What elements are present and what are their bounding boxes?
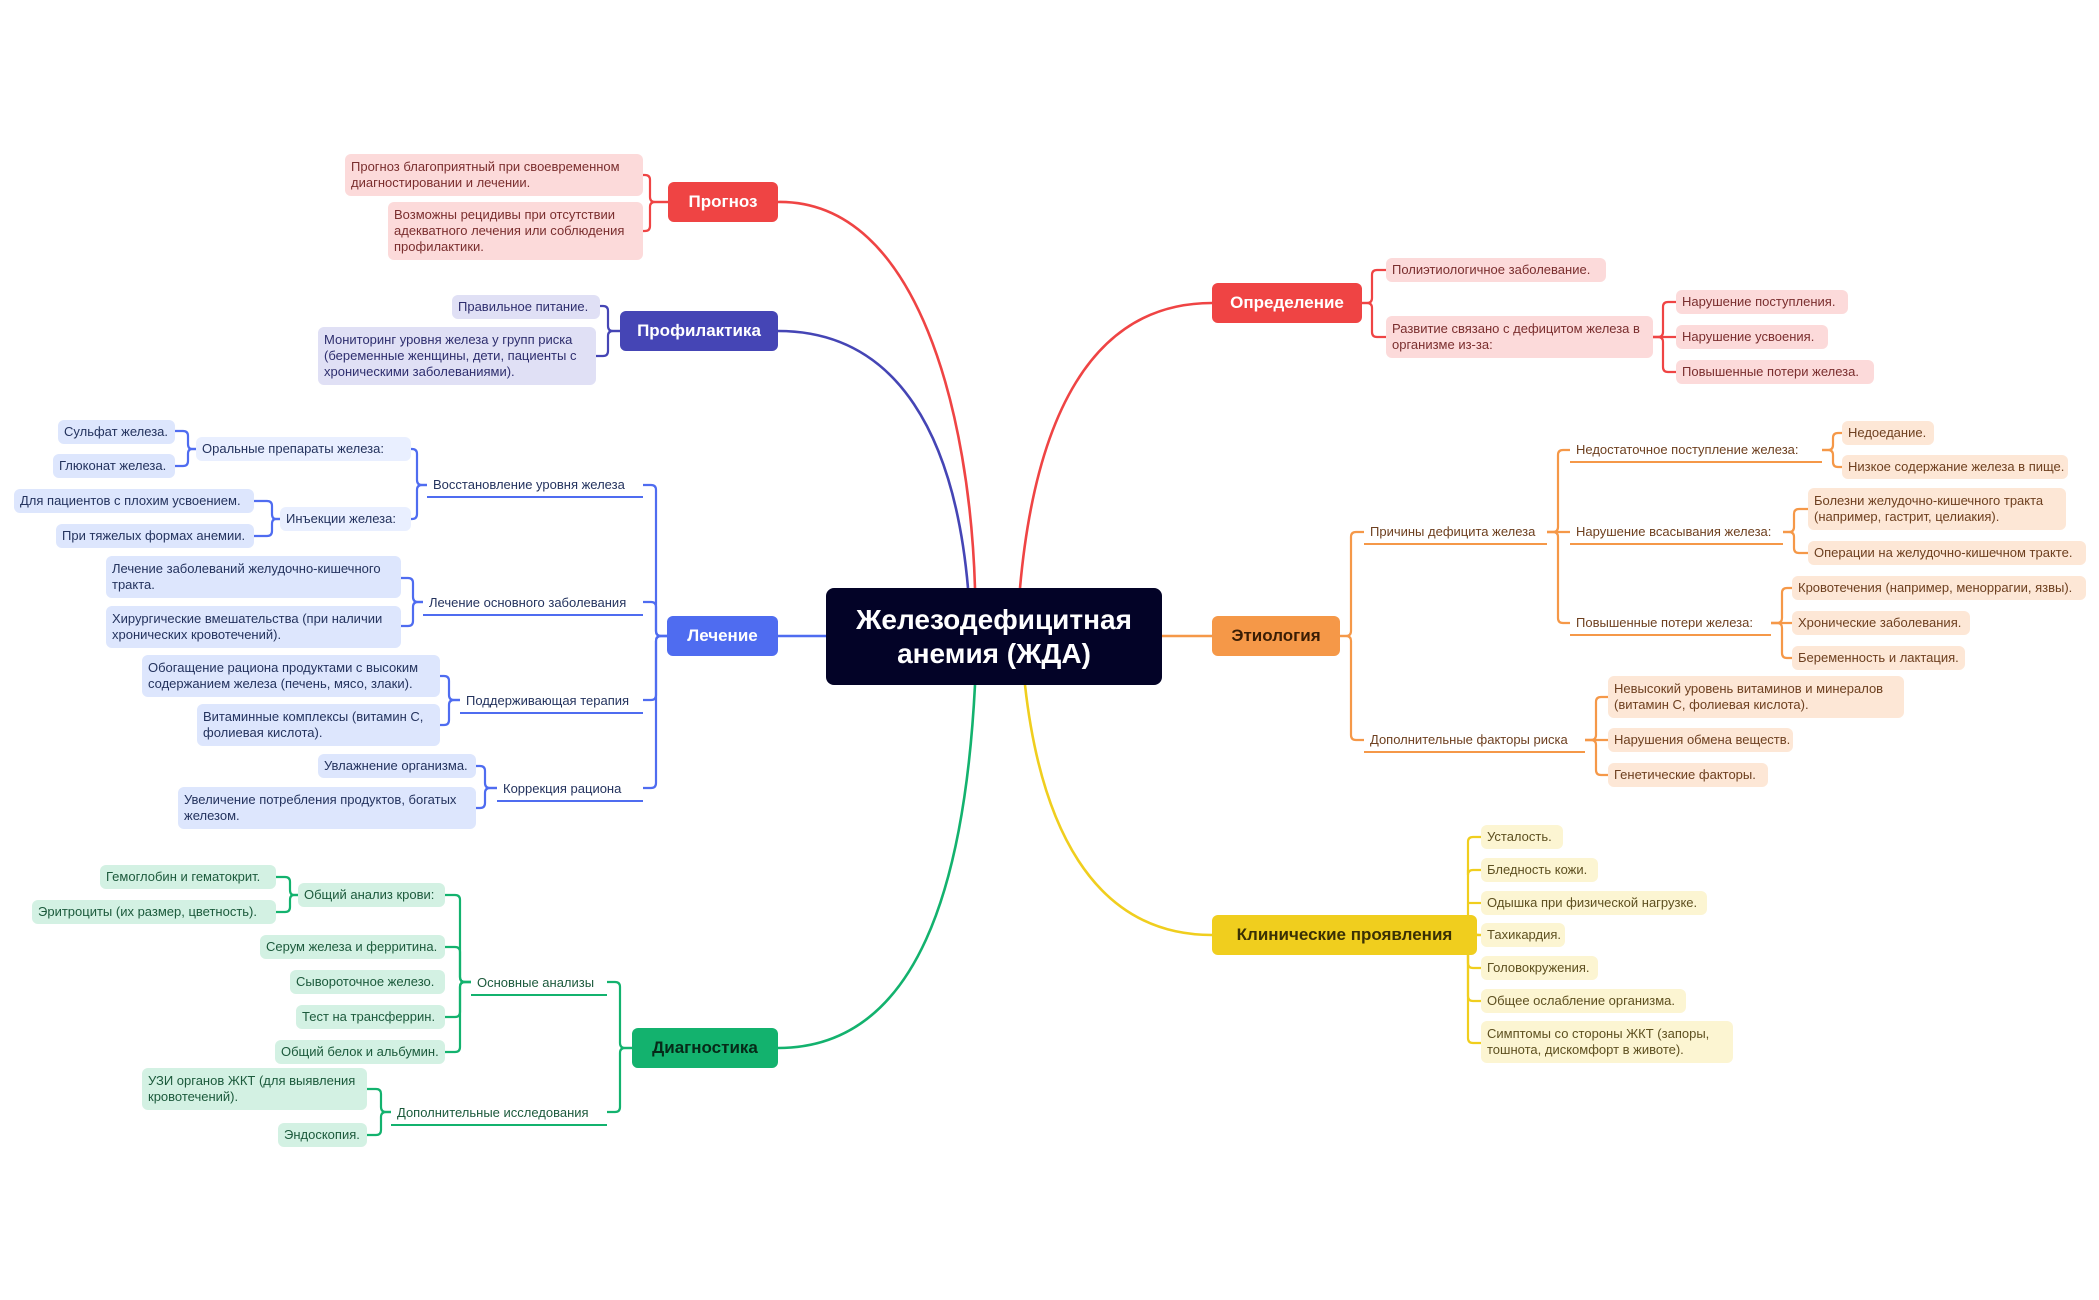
etiology-absorb-item[interactable]: Болезни желудочно-кишечного тракта (напр… bbox=[1808, 488, 2066, 530]
branch-prevention[interactable]: Профилактика bbox=[620, 311, 778, 351]
link-prevention bbox=[777, 329, 970, 589]
definition-dev-item[interactable]: Повышенные потери железа. bbox=[1676, 360, 1874, 384]
link-clinical bbox=[1023, 684, 1213, 937]
etiology-risk-item[interactable]: Генетические факторы. bbox=[1608, 763, 1768, 787]
treatment-inject-item[interactable]: Для пациентов с плохим усвоением. bbox=[14, 489, 254, 513]
etiology-risk[interactable]: Дополнительные факторы риска bbox=[1364, 727, 1585, 753]
clinical-item[interactable]: Общее ослабление организма. bbox=[1481, 989, 1686, 1013]
etiology-intake-item[interactable]: Недоедание. bbox=[1842, 421, 1934, 445]
diag-basic[interactable]: Основные анализы bbox=[471, 970, 607, 996]
link-prognosis bbox=[777, 200, 977, 589]
diag-basic-item[interactable]: Тест на трансферрин. bbox=[296, 1005, 445, 1029]
treatment-underlying-item[interactable]: Лечение заболеваний желудочно-кишечного … bbox=[106, 556, 401, 598]
prevention-item[interactable]: Правильное питание. bbox=[452, 295, 600, 319]
clinical-item[interactable]: Усталость. bbox=[1481, 825, 1563, 849]
links-diagnostics bbox=[276, 875, 632, 1137]
diag-extra-item[interactable]: Эндоскопия. bbox=[278, 1123, 367, 1147]
branch-clinical[interactable]: Клинические проявления bbox=[1212, 915, 1477, 955]
diag-basic-item[interactable]: Общий белок и альбумин. bbox=[275, 1040, 445, 1064]
links-prognosis bbox=[643, 173, 668, 233]
treatment-support-item[interactable]: Обогащение рациона продуктами с высоким … bbox=[142, 655, 440, 697]
etiology-loss[interactable]: Повышенные потери железа: bbox=[1570, 610, 1771, 636]
treatment-diet-item[interactable]: Увеличение потребления продуктов, богаты… bbox=[178, 787, 476, 829]
treatment-inject[interactable]: Инъекции железа: bbox=[280, 507, 411, 531]
branch-etiology[interactable]: Этиология bbox=[1212, 616, 1340, 656]
diag-basic-item[interactable]: Серум железа и ферритина. bbox=[260, 935, 445, 959]
links-treatment bbox=[175, 429, 667, 810]
link-diagnostics bbox=[777, 684, 977, 1050]
treatment-diet[interactable]: Коррекция рациона bbox=[497, 776, 643, 802]
branch-definition[interactable]: Определение bbox=[1212, 283, 1362, 323]
definition-item[interactable]: Полиэтиологичное заболевание. bbox=[1386, 258, 1606, 282]
root-topic[interactable]: Железодефицитная анемия (ЖДА) bbox=[826, 588, 1162, 685]
diag-cbc-item[interactable]: Гемоглобин и гематокрит. bbox=[100, 865, 276, 889]
definition-dev-item[interactable]: Нарушение усвоения. bbox=[1676, 325, 1828, 349]
treatment-underlying-item[interactable]: Хирургические вмешательства (при наличии… bbox=[106, 606, 401, 648]
branch-diagnostics[interactable]: Диагностика bbox=[632, 1028, 778, 1068]
prognosis-item[interactable]: Прогноз благоприятный при своевременном … bbox=[345, 154, 643, 196]
treatment-inject-item[interactable]: При тяжелых формах анемии. bbox=[56, 524, 254, 548]
etiology-absorb[interactable]: Нарушение всасывания железа: bbox=[1570, 519, 1783, 545]
diag-cbc-item[interactable]: Эритроциты (их размер, цветность). bbox=[32, 900, 276, 924]
diag-basic-item[interactable]: Сывороточное железо. bbox=[290, 970, 445, 994]
treatment-support-item[interactable]: Витаминные комплексы (витамин С, фолиева… bbox=[197, 704, 440, 746]
clinical-item[interactable]: Симптомы со стороны ЖКТ (запоры, тошнота… bbox=[1481, 1021, 1733, 1063]
treatment-restore[interactable]: Восстановление уровня железа bbox=[427, 472, 643, 498]
etiology-risk-item[interactable]: Нарушения обмена веществ. bbox=[1608, 728, 1793, 752]
treatment-underlying[interactable]: Лечение основного заболевания bbox=[423, 590, 643, 616]
etiology-absorb-item[interactable]: Операции на желудочно-кишечном тракте. bbox=[1808, 541, 2086, 565]
clinical-item[interactable]: Головокружения. bbox=[1481, 956, 1598, 980]
treatment-oral-item[interactable]: Глюконат железа. bbox=[53, 454, 175, 478]
etiology-risk-item[interactable]: Невысокий уровень витаминов и минералов … bbox=[1608, 676, 1904, 718]
branch-treatment[interactable]: Лечение bbox=[667, 616, 778, 656]
etiology-causes[interactable]: Причины дефицита железа bbox=[1364, 519, 1547, 545]
etiology-intake-item[interactable]: Низкое содержание железа в пище. bbox=[1842, 455, 2068, 479]
etiology-loss-item[interactable]: Хронические заболевания. bbox=[1792, 611, 1970, 635]
clinical-item[interactable]: Бледность кожи. bbox=[1481, 858, 1598, 882]
links-etiology bbox=[1340, 431, 1842, 777]
diag-extra-item[interactable]: УЗИ органов ЖКТ (для выявления кровотече… bbox=[142, 1068, 367, 1110]
diag-extra[interactable]: Дополнительные исследования bbox=[391, 1100, 607, 1126]
branch-prognosis[interactable]: Прогноз bbox=[668, 182, 778, 222]
clinical-item[interactable]: Одышка при физической нагрузке. bbox=[1481, 891, 1707, 915]
treatment-oral[interactable]: Оральные препараты железа: bbox=[196, 437, 411, 461]
links-definition bbox=[1362, 268, 1676, 374]
etiology-intake[interactable]: Недостаточное поступление железа: bbox=[1570, 437, 1822, 463]
etiology-loss-item[interactable]: Беременность и лактация. bbox=[1792, 646, 1965, 670]
clinical-item[interactable]: Тахикардия. bbox=[1481, 923, 1565, 947]
link-definition bbox=[1018, 301, 1213, 589]
definition-dev[interactable]: Развитие связано с дефицитом железа в ор… bbox=[1386, 316, 1653, 358]
treatment-diet-item[interactable]: Увлажнение организма. bbox=[318, 754, 476, 778]
diag-cbc[interactable]: Общий анализ крови: bbox=[298, 883, 445, 907]
definition-dev-item[interactable]: Нарушение поступления. bbox=[1676, 290, 1848, 314]
treatment-support[interactable]: Поддерживающая терапия bbox=[460, 688, 643, 714]
links-prevention bbox=[596, 304, 620, 358]
prognosis-item[interactable]: Возможны рецидивы при отсутствии адекват… bbox=[388, 202, 643, 260]
prevention-item[interactable]: Мониторинг уровня железа у групп риска (… bbox=[318, 327, 596, 385]
etiology-loss-item[interactable]: Кровотечения (например, меноррагии, язвы… bbox=[1792, 576, 2086, 600]
treatment-oral-item[interactable]: Сульфат железа. bbox=[58, 420, 175, 444]
